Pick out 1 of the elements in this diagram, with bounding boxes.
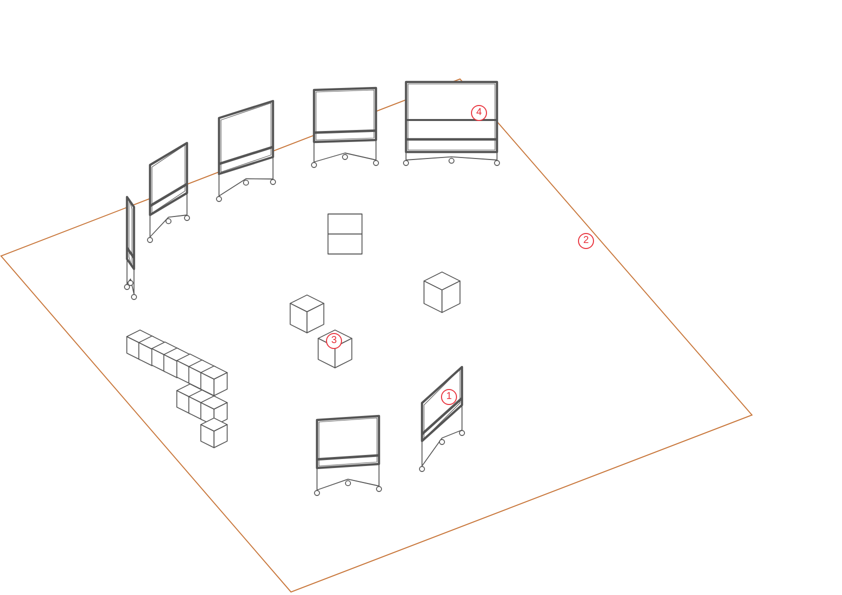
callout-number: 2	[578, 233, 594, 249]
